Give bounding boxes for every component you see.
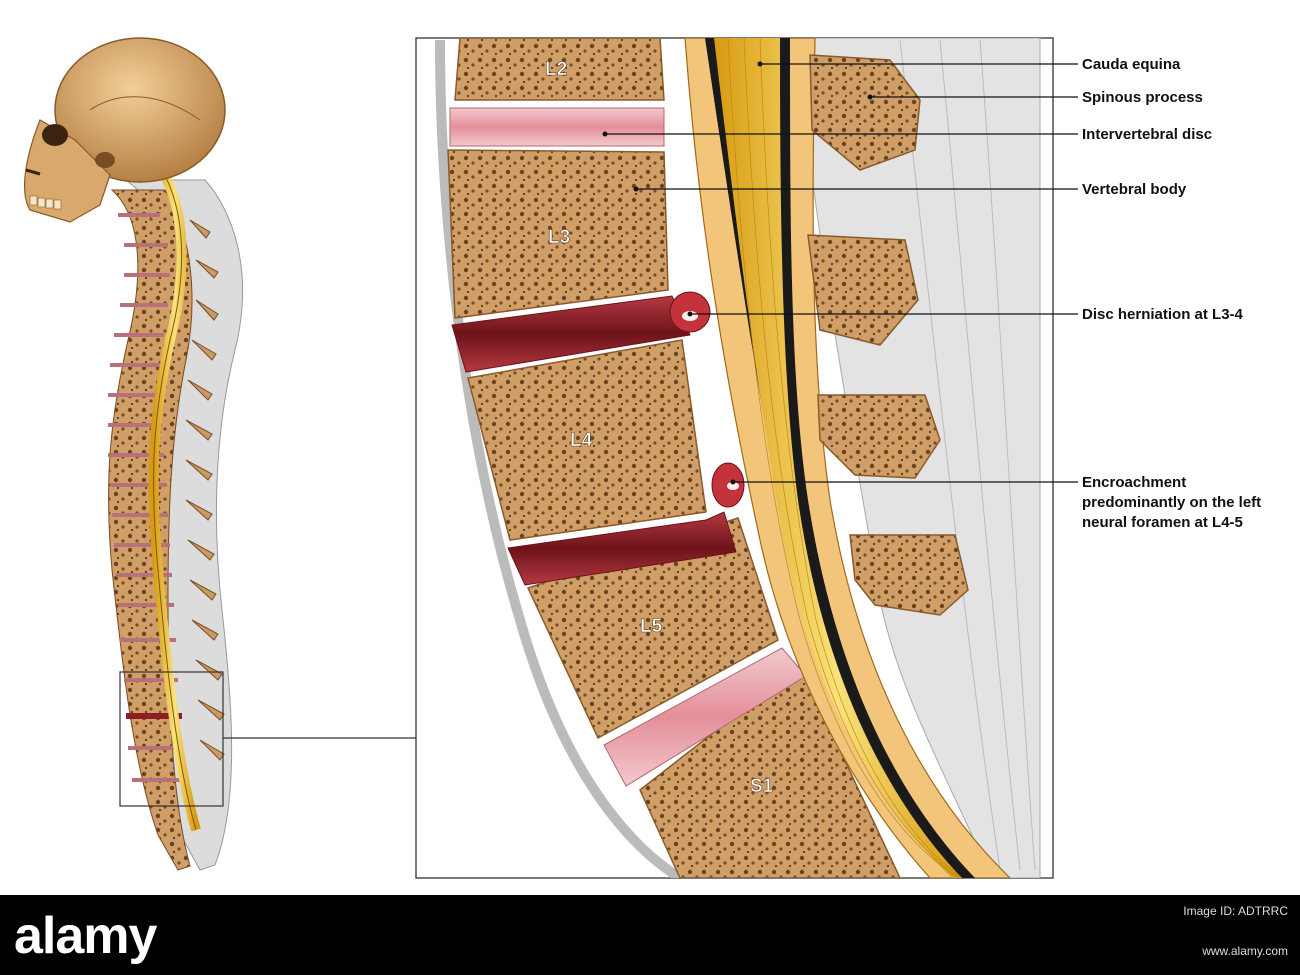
website-url: www.alamy.com <box>1202 944 1288 958</box>
label-encroachment-line-3: neural foramen at L4-5 <box>1082 514 1243 531</box>
spine-illustration: L2 L3 L4 L5 S1 <box>24 37 1078 879</box>
vertebra-label-l2: L2 <box>545 59 567 80</box>
disc-l2-l3 <box>449 107 665 147</box>
spinous-process-1 <box>809 54 921 171</box>
zoom-region-box <box>119 671 224 807</box>
label-encroachment: Encroachment predominantly on the left n… <box>1082 473 1261 533</box>
vertebra-l3 <box>447 149 669 319</box>
leader-lines <box>605 63 1078 483</box>
label-cauda-equina: Cauda equina <box>1082 56 1181 73</box>
brand-logo: alamy <box>14 907 157 965</box>
label-vertebral-body: Vertebral body <box>1082 181 1187 198</box>
image-id: Image ID: ADTRRC <box>1183 904 1288 918</box>
label-spinous-process: Spinous process <box>1082 89 1203 106</box>
vertebra-label-l5: L5 <box>640 616 663 637</box>
vertebra-label-l4: L4 <box>570 430 593 451</box>
disc-l3-l4 <box>451 295 691 373</box>
vertebra-l2 <box>454 38 665 101</box>
spinous-process-4 <box>849 534 969 616</box>
skull-drawing <box>24 37 226 223</box>
full-spine-figure <box>24 37 416 871</box>
label-encroachment-line-2: predominantly on the left <box>1082 494 1262 511</box>
vertebra-label-s1: S1 <box>750 776 774 797</box>
vertebra-label-l3: L3 <box>548 227 570 248</box>
label-intervertebral-disc: Intervertebral disc <box>1082 126 1213 143</box>
lumbar-detail: L2 L3 L4 L5 S1 <box>435 38 1041 878</box>
label-disc-herniation: Disc herniation at L3-4 <box>1082 306 1243 323</box>
disc-l4-l5 <box>507 511 737 586</box>
spinous-process-3 <box>817 394 941 479</box>
label-encroachment-line-1: Encroachment <box>1082 474 1187 491</box>
cauda-equina-drawing <box>714 38 962 878</box>
watermark-footer <box>0 895 1300 975</box>
vertebra-l4 <box>467 339 707 541</box>
